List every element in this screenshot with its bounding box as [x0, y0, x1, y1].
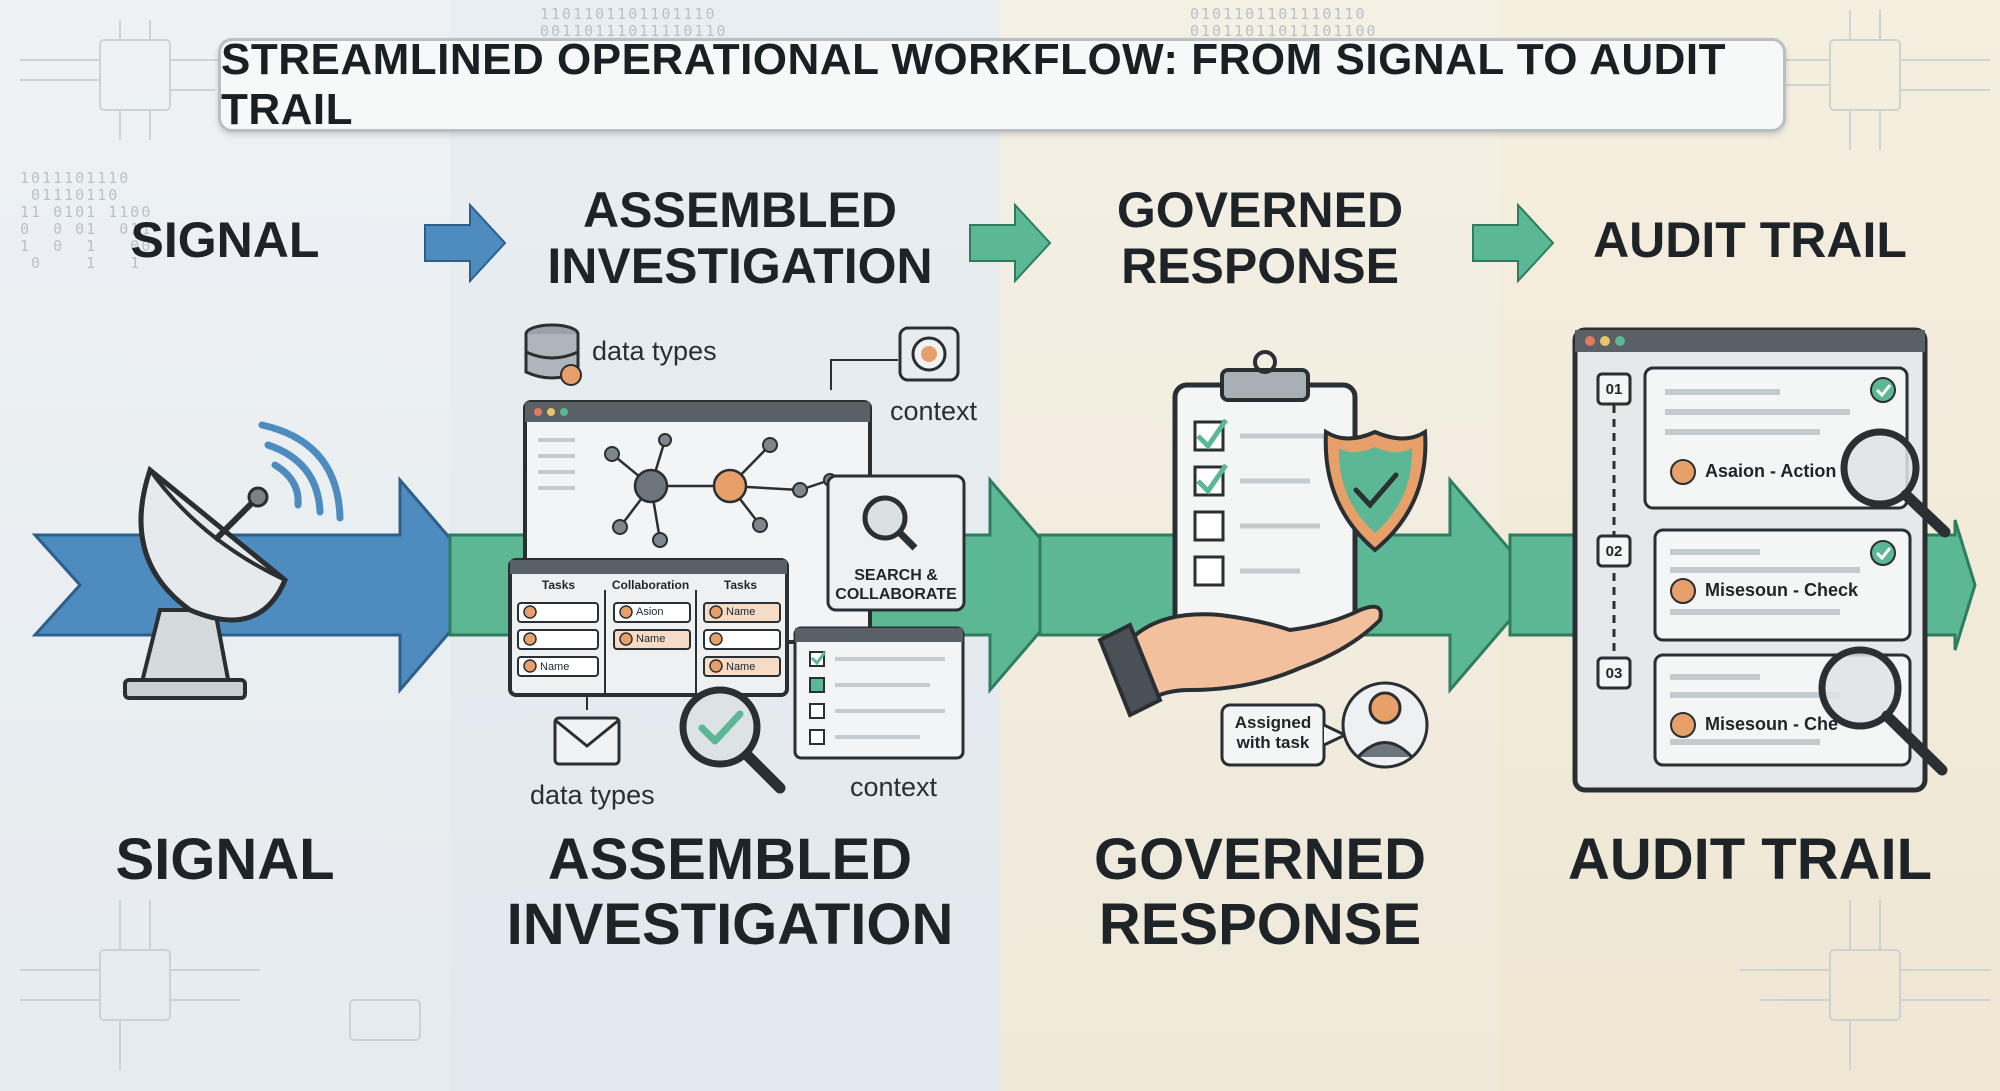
binary-decoration: 1011101110 01110110 11 0101 1100 0 0 01 …: [20, 169, 153, 272]
search-collaborate-label: SEARCH & COLLABORATE: [835, 567, 957, 603]
collaboration-board: [508, 558, 789, 710]
context-label-bottom: context: [850, 772, 938, 802]
audit-step-number: 02: [1605, 543, 1623, 560]
page-title: STREAMLINED OPERATIONAL WORKFLOW: FROM S…: [221, 35, 1727, 134]
context-checklist-window: [793, 626, 965, 760]
audit-entry-label: Asaion - Action: [1705, 461, 1837, 481]
board-headers: Tasks Collaboration Tasks: [512, 578, 785, 592]
stage-bottom-audit: AUDIT TRAIL: [1567, 827, 1933, 892]
magnifier-icon: [1818, 646, 1948, 776]
board-header-tasks: Tasks: [541, 578, 576, 592]
stage-top-signal: SIGNAL: [130, 212, 320, 268]
stage-bottom-signal: SIGNAL: [115, 827, 335, 892]
audit-step-number: 03: [1605, 665, 1623, 682]
audit-step-number: 01: [1605, 381, 1623, 398]
title-banner: STREAMLINED OPERATIONAL WORKFLOW: FROM S…: [218, 35, 1786, 134]
stage-top-response: GOVERNED RESPONSE: [1116, 182, 1404, 294]
clipboard-icon: [1172, 350, 1358, 638]
context-label-top: context: [890, 396, 978, 426]
context-camera-icon: [830, 326, 960, 390]
board-cell: Asion: [636, 606, 664, 618]
data-types-label-top: data types: [592, 336, 717, 366]
magnifier-icon: [1840, 428, 1951, 538]
board-cell: Name: [636, 633, 666, 645]
envelope-icon: [553, 716, 621, 766]
database-icon: [524, 323, 582, 386]
step-arrow-3: [1472, 202, 1555, 284]
verify-magnifier-icon: [679, 686, 786, 794]
binary-decoration: 0101101101110110 01011011011101100: [1190, 5, 1378, 40]
board-header-collaboration: Collaboration: [611, 578, 690, 592]
assigned-with-task-label: Assigned with task: [1234, 713, 1312, 752]
step-arrow-2: [969, 202, 1052, 284]
data-types-label-bottom: data types: [530, 780, 655, 810]
binary-decoration: 1101101101101110 00110111011110110: [540, 5, 728, 40]
search-collaborate-card: [826, 474, 966, 612]
stage-bottom-response: GOVERNED RESPONSE: [1094, 827, 1426, 957]
stage-top-investigation: ASSEMBLED INVESTIGATION: [547, 182, 933, 294]
stage-top-audit: AUDIT TRAIL: [1593, 212, 1907, 268]
assignee-avatar: [1220, 681, 1429, 769]
audit-entry-label: Misesoun - Check: [1705, 580, 1859, 600]
shield-check-icon: [1323, 428, 1428, 553]
audit-entry-label: Misesoun - Che: [1705, 714, 1839, 734]
stage-bottom-investigation: ASSEMBLED INVESTIGATION: [506, 827, 954, 957]
step-arrow-1: [424, 202, 507, 284]
board-header-tasks-2: Tasks: [723, 578, 758, 592]
board-cell: Name: [726, 661, 756, 673]
hand-icon: [1097, 604, 1383, 718]
board-cell: Name: [726, 606, 756, 618]
board-cell: Name: [540, 661, 570, 673]
